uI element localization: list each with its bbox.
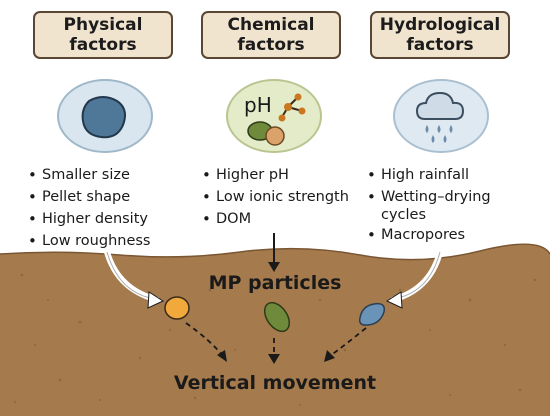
list-item: Macropores — [367, 224, 491, 246]
hydrological-factors-title: Hydrological factors — [370, 11, 510, 59]
list-item: DOM — [202, 208, 349, 230]
ph-icon-text: pH — [244, 93, 272, 117]
mp-particles-label: MP particles — [208, 272, 342, 294]
blue-microplastic-particle — [358, 302, 386, 326]
chemical-factors-title: Chemical factors — [201, 11, 341, 59]
physical-factors-title: Physical factors — [33, 11, 173, 59]
physical-factors-list: Smaller size Pellet shape Higher density… — [28, 164, 150, 252]
orange-microplastic-particle — [164, 296, 190, 320]
chemical-factors-list: Higher pH Low ionic strength DOM — [202, 164, 349, 230]
list-item: Low roughness — [28, 230, 150, 252]
blob-particle-icon — [57, 79, 153, 153]
list-item: High rainfall — [367, 164, 491, 186]
list-item: Higher pH — [202, 164, 349, 186]
ph-molecule-icon: pH — [226, 79, 322, 153]
list-item: Low ionic strength — [202, 186, 349, 208]
blue-particle-down-arrow — [329, 327, 367, 357]
hydrological-factors-list: High rainfall Wetting–drying cycles Macr… — [367, 164, 491, 246]
list-item: Wetting–drying cycles — [367, 186, 491, 224]
green-microplastic-particle — [263, 301, 291, 333]
rain-cloud-icon — [393, 79, 489, 153]
list-item: Pellet shape — [28, 186, 150, 208]
list-item: Higher density — [28, 208, 150, 230]
vertical-movement-label: Vertical movement — [173, 372, 377, 394]
soil-specks — [13, 267, 537, 406]
list-item: Smaller size — [28, 164, 150, 186]
